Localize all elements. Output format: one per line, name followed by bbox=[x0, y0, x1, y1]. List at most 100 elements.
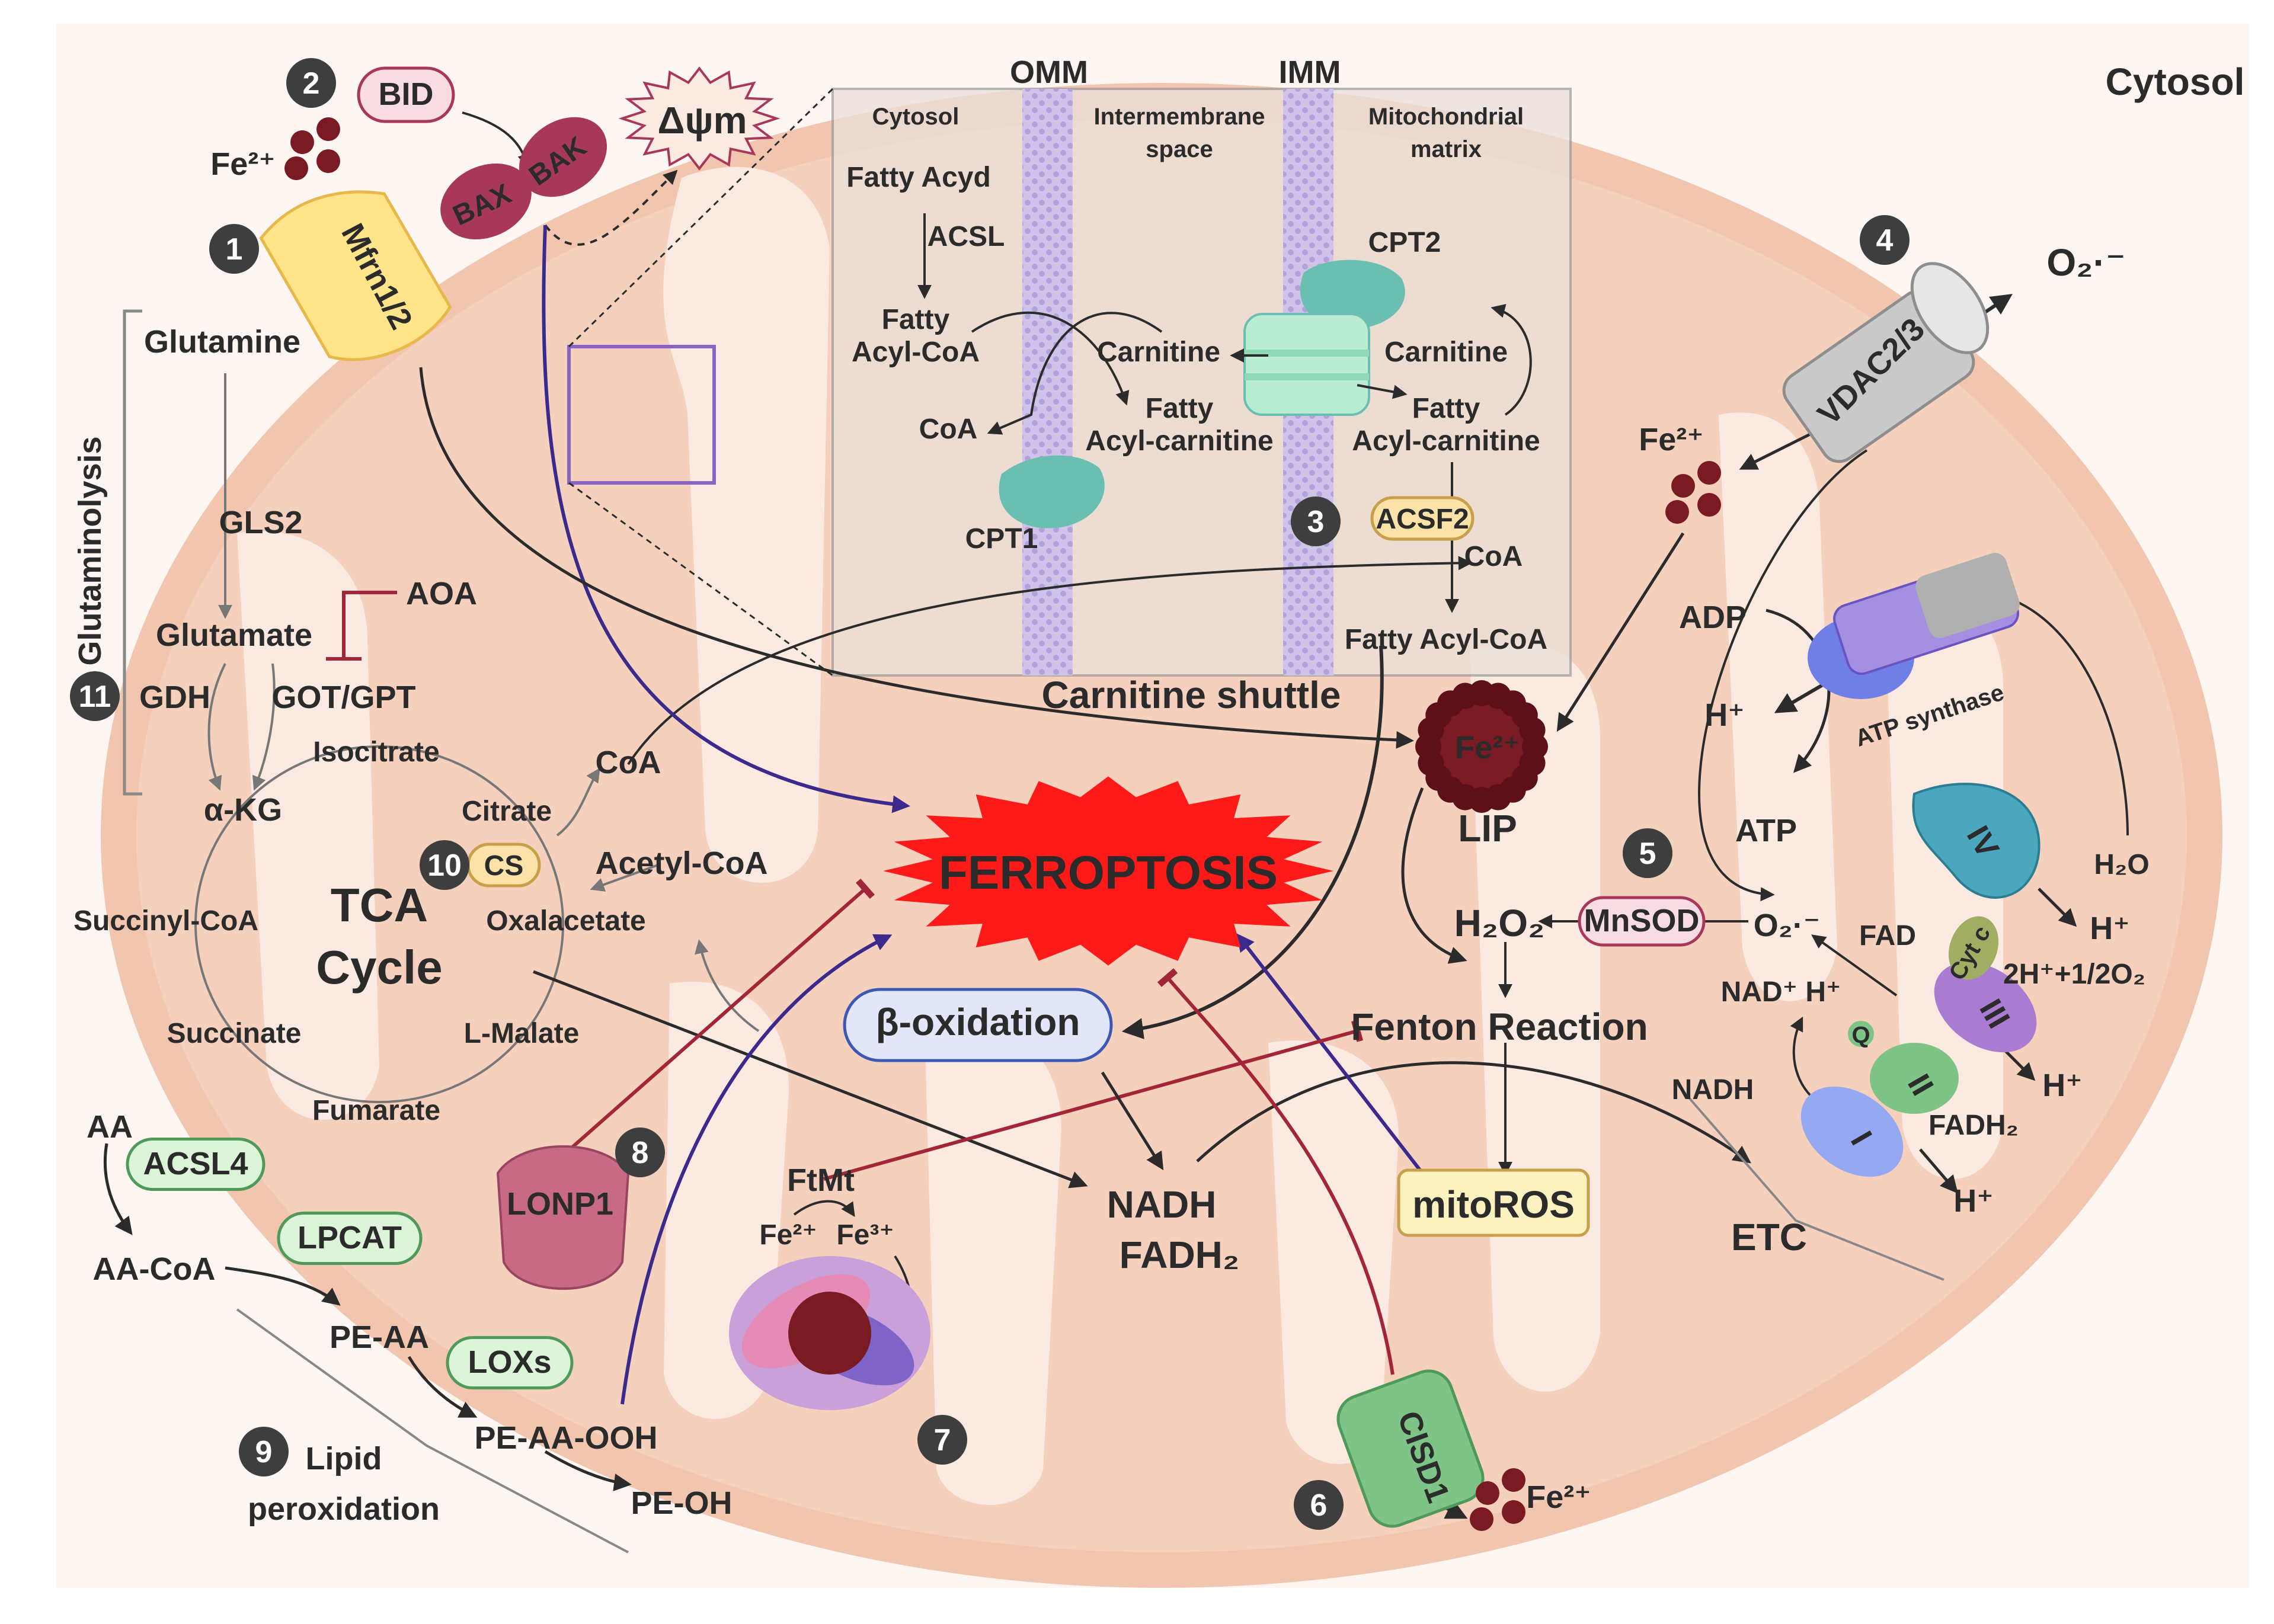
cytochrome-c bbox=[1948, 916, 1999, 980]
fatty-acylcarn-mid-2: Acyl-carnitine bbox=[1085, 425, 1273, 457]
atp-synthase-stalk bbox=[1915, 553, 2020, 638]
acsl4-pill-label: ACSL4 bbox=[143, 1146, 248, 1181]
iron-vdac-atom-0 bbox=[1671, 474, 1695, 498]
acsf2-pill bbox=[1370, 496, 1475, 541]
glutaminolysis-label: Glutaminolysis bbox=[72, 436, 108, 665]
arrow-mfrn-lip bbox=[419, 367, 1414, 749]
bak-protein bbox=[519, 117, 607, 197]
translocase-stripe-1 bbox=[1245, 350, 1369, 357]
mfrn-transporter bbox=[259, 190, 452, 361]
step-badge-4 bbox=[1860, 215, 1910, 265]
step-badge-6-label: 6 bbox=[1310, 1488, 1328, 1523]
iron-top-atom-1 bbox=[316, 117, 340, 141]
inhibit-lonp1-ferroptosis bbox=[562, 878, 875, 1157]
nad-label: NAD⁺ H⁺ bbox=[1721, 976, 1841, 1008]
arrow-betaox-acetylcoa bbox=[695, 939, 760, 1032]
cisd1-protein bbox=[1336, 1369, 1485, 1528]
lipid-peroxidation-label-1: Lipid bbox=[306, 1441, 382, 1476]
succinate-label: Succinate bbox=[167, 1018, 302, 1049]
cpt1-protein bbox=[999, 455, 1105, 528]
arrow-fad-o2 bbox=[1811, 934, 1898, 997]
mitoros-box bbox=[1397, 1168, 1590, 1237]
intermembrane-label-1: Intermembrane bbox=[1094, 104, 1265, 130]
fatty-acylcarn-right-2: Acyl-carnitine bbox=[1352, 425, 1540, 457]
ubiquinone-q bbox=[1848, 1021, 1874, 1047]
lip-label: LIP bbox=[1458, 807, 1517, 850]
etc-bracket bbox=[1676, 1083, 1944, 1281]
step-badge-10-label: 10 bbox=[427, 848, 462, 883]
complex-iii bbox=[1934, 962, 2037, 1053]
loxs-pill-label: LOXs bbox=[468, 1344, 551, 1380]
fatty-acylcoa-2: Acyl-CoA bbox=[852, 337, 980, 368]
h2o2-label: H₂O₂ bbox=[1454, 902, 1545, 944]
lip-iron-atom bbox=[1519, 717, 1546, 744]
tca-title-2: Cycle bbox=[316, 941, 442, 994]
akg-label: α-KG bbox=[204, 792, 282, 828]
arrow-coa-to-shuttle bbox=[627, 556, 1473, 765]
carnitine-shuttle-panel bbox=[831, 88, 1572, 677]
matrix-label-1: Mitochondrial bbox=[1368, 104, 1524, 130]
delta-psi-label: Δψm bbox=[657, 99, 747, 142]
ferritin-fe2-label: Fe²⁺ bbox=[759, 1219, 817, 1251]
lipid-peroxidation-label-2: peroxidation bbox=[248, 1491, 440, 1527]
arrow-fe-lip bbox=[1556, 532, 1685, 732]
arrow-peaaooh-ferroptosis bbox=[621, 934, 893, 1405]
step-badge-9-label: 9 bbox=[255, 1435, 273, 1469]
fad-label: FAD bbox=[1859, 920, 1916, 952]
glutaminolysis-bracket bbox=[123, 309, 142, 796]
pe-aa-ooh-label: PE-AA-OOH bbox=[475, 1420, 658, 1456]
lonp1-protease bbox=[496, 1145, 630, 1290]
zoom-line-bottom bbox=[568, 482, 833, 677]
step-badge-6 bbox=[1294, 1480, 1344, 1530]
acsl-label: ACSL bbox=[927, 221, 1005, 252]
omm-label: OMM bbox=[1010, 55, 1088, 90]
h-i-label: H⁺ bbox=[1953, 1183, 1994, 1219]
tca-cycle-ring bbox=[194, 745, 564, 1103]
cpt2-protein bbox=[1300, 260, 1405, 329]
q-label: Q bbox=[1851, 1022, 1870, 1048]
step-badge-3-label: 3 bbox=[1307, 505, 1325, 539]
cristae-2 bbox=[925, 1017, 1061, 1505]
shuttle-coa-left: CoA bbox=[919, 414, 978, 445]
acetyl-coa-label: Acetyl-CoA bbox=[595, 845, 767, 881]
ferritin-iron-core bbox=[788, 1292, 871, 1375]
carnitine-translocase bbox=[1243, 313, 1370, 416]
inhibit-cisd1-ferroptosis bbox=[1157, 968, 1395, 1375]
arrow-aacoa-peaa bbox=[225, 1266, 341, 1306]
lip-iron-pool bbox=[1422, 687, 1541, 806]
zoom-line-top bbox=[568, 88, 834, 348]
arrow-glutamate-akg-got bbox=[252, 663, 276, 791]
h-iii-label: H⁺ bbox=[2042, 1068, 2083, 1103]
nadh-label: NADH bbox=[1107, 1183, 1217, 1226]
nadh-etc-label: NADH bbox=[1672, 1074, 1754, 1106]
step-badge-10 bbox=[420, 840, 469, 890]
aa-label: AA bbox=[87, 1109, 133, 1145]
delta-psi-burst bbox=[618, 66, 781, 171]
arrow-bak-ferroptosis bbox=[542, 225, 910, 813]
fe-cisd1-label: Fe²⁺ bbox=[1526, 1479, 1591, 1515]
fatty-acylcoa-1: Fatty bbox=[882, 304, 950, 335]
h-iv-label: H⁺ bbox=[2090, 911, 2130, 946]
lpcat-pill bbox=[277, 1212, 423, 1265]
arrow-oxalacetate-nadh bbox=[533, 970, 1088, 1189]
got-gpt-label: GOT/GPT bbox=[272, 680, 416, 715]
shuttle-cytosol-label: Cytosol bbox=[872, 104, 960, 130]
fatty-acylcarn-mid-1: Fatty bbox=[1146, 393, 1214, 424]
carnitine-shuttle-title: Carnitine shuttle bbox=[1042, 674, 1341, 716]
iron-cisd1-atom-2 bbox=[1470, 1507, 1493, 1531]
lpcat-pill-label: LPCAT bbox=[298, 1220, 402, 1255]
ferritin-fe3-label: Fe³⁺ bbox=[836, 1219, 894, 1251]
atp-label: ATP bbox=[1735, 813, 1797, 848]
pe-aa-label: PE-AA bbox=[330, 1319, 429, 1355]
step-badge-11-label: 11 bbox=[79, 680, 111, 714]
glutamate-label: Glutamate bbox=[156, 617, 312, 653]
beta-oxidation-pill bbox=[843, 988, 1113, 1062]
complex-ii bbox=[1870, 1043, 1959, 1114]
iron-cisd1-atom-1 bbox=[1502, 1468, 1525, 1492]
o2-out-label: O₂·⁻ bbox=[2046, 241, 2125, 284]
fe-top-label: Fe²⁺ bbox=[210, 146, 276, 182]
acsl4-pill bbox=[126, 1138, 266, 1191]
arc-atp-synthase-etc bbox=[2008, 597, 2129, 836]
arrow-peaa-peaaooh bbox=[407, 1356, 478, 1418]
